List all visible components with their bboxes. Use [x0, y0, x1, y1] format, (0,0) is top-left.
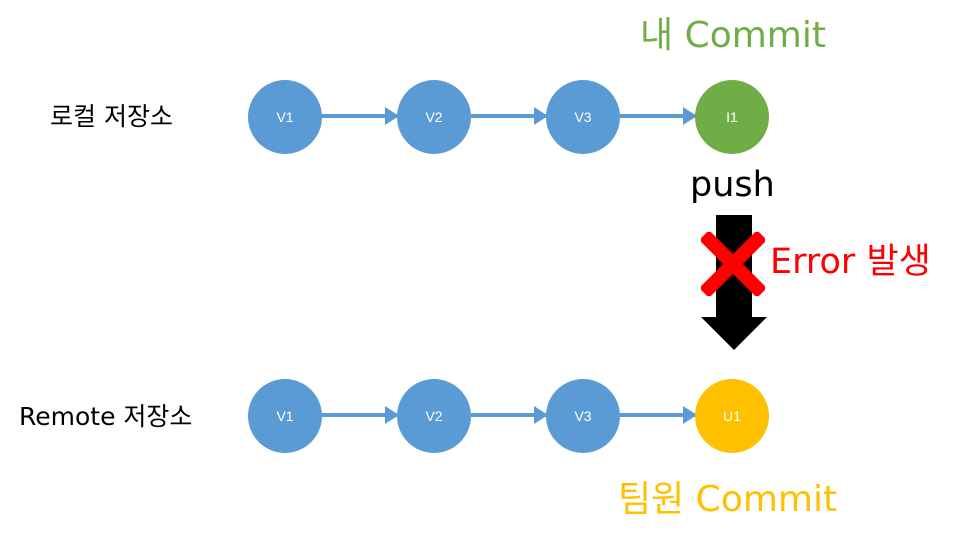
- remote-node-u1-label: U1: [723, 408, 741, 424]
- local-node-v1: V1: [248, 80, 322, 154]
- local-edge-v3-i1: [620, 107, 697, 125]
- team-commit-title: 팀원 Commit: [618, 479, 838, 520]
- local-node-v3: V3: [546, 80, 620, 154]
- red-x-icon: [701, 232, 765, 296]
- error-label: Error 발생: [770, 242, 931, 282]
- local-node-v2-label: V2: [425, 109, 443, 125]
- remote-node-v2: V2: [397, 379, 471, 453]
- push-label: push: [690, 165, 775, 205]
- remote-node-v1-label: V1: [276, 408, 294, 424]
- local-edge-v1-v2: [322, 107, 399, 125]
- remote-edge-v3-u1: [620, 406, 697, 424]
- local-edge-v2-v3: [471, 107, 548, 125]
- remote-node-v1: V1: [248, 379, 322, 453]
- local-repo-label: 로컬 저장소: [50, 102, 173, 131]
- my-commit-title: 내 Commit: [640, 15, 826, 56]
- remote-node-v2-label: V2: [425, 408, 443, 424]
- remote-node-u1: U1: [695, 379, 769, 453]
- local-node-v1-label: V1: [276, 109, 294, 125]
- local-node-i1-label: I1: [726, 109, 738, 125]
- remote-edge-v2-v3: [471, 406, 548, 424]
- remote-node-v3: V3: [546, 379, 620, 453]
- remote-repo-label: Remote 저장소: [19, 402, 193, 431]
- local-node-v3-label: V3: [574, 109, 592, 125]
- local-node-i1: I1: [695, 80, 769, 154]
- local-node-v2: V2: [397, 80, 471, 154]
- remote-edge-v1-v2: [322, 406, 399, 424]
- remote-node-v3-label: V3: [574, 408, 592, 424]
